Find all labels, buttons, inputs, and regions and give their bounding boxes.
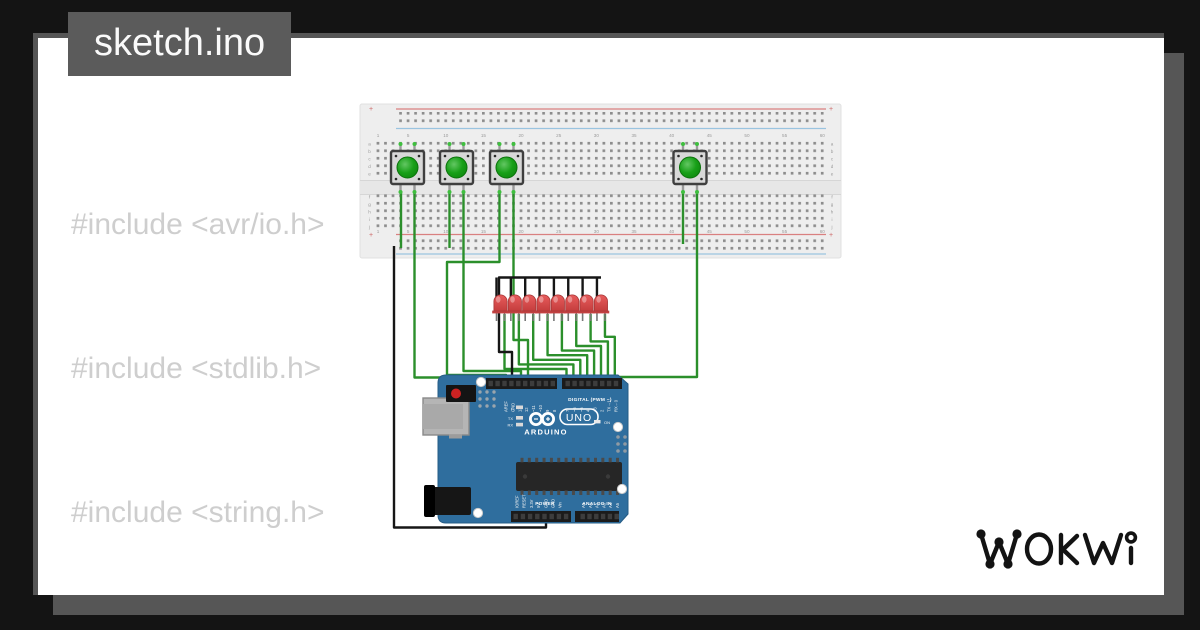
code-listing: #include <avr/io.h> #include <stdlib.h> … (71, 105, 567, 595)
code-line: #include <string.h> (71, 496, 325, 529)
code-card: #include <avr/io.h> #include <stdlib.h> … (33, 33, 1164, 595)
sketch-file-tab: sketch.ino (68, 12, 292, 76)
code-line: #include <stdlib.h> (71, 352, 322, 385)
wokwi-logo (976, 529, 1138, 569)
code-line: #include <avr/io.h> (71, 208, 325, 241)
